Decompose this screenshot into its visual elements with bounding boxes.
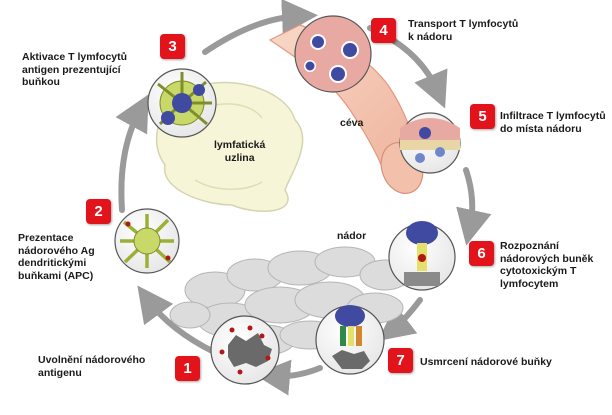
step7-badge: 7 — [388, 348, 413, 373]
step5-label: Infiltrace T lymfocytů do místa nádoru — [500, 110, 606, 135]
step2-circle — [114, 208, 180, 274]
step1-circle — [210, 315, 280, 385]
step3-circle — [147, 68, 217, 138]
step4-label: Transport T lymfocytů k nádoru — [408, 18, 519, 43]
step3-label: Aktivace T lymfocytů antigen prezentujíc… — [22, 51, 128, 88]
step5-badge: 5 — [470, 104, 495, 129]
step2-badge: 2 — [86, 199, 111, 224]
step3-badge: 3 — [160, 34, 185, 59]
lymph-node-label: lymfatická uzlina — [214, 139, 266, 164]
step2-label: Prezentace nádorového Ag dendritickými b… — [18, 232, 95, 282]
step7-circle — [315, 305, 385, 375]
step5-circle — [399, 112, 461, 174]
step1-badge: 1 — [175, 356, 200, 381]
step4-circle — [294, 15, 372, 93]
step4-badge: 4 — [371, 18, 396, 43]
step6-badge: 6 — [469, 241, 494, 266]
vessel-label: céva — [340, 117, 364, 129]
step1-label: Uvolnění nádorového antigenu — [38, 354, 146, 379]
step7-label: Usmrcení nádorové buňky — [420, 356, 552, 368]
step6-circle — [388, 221, 456, 291]
tumor-label: nádor — [337, 230, 367, 242]
step6-label: Rozpoznání nádorových buněk cytotoxickým… — [500, 240, 594, 290]
